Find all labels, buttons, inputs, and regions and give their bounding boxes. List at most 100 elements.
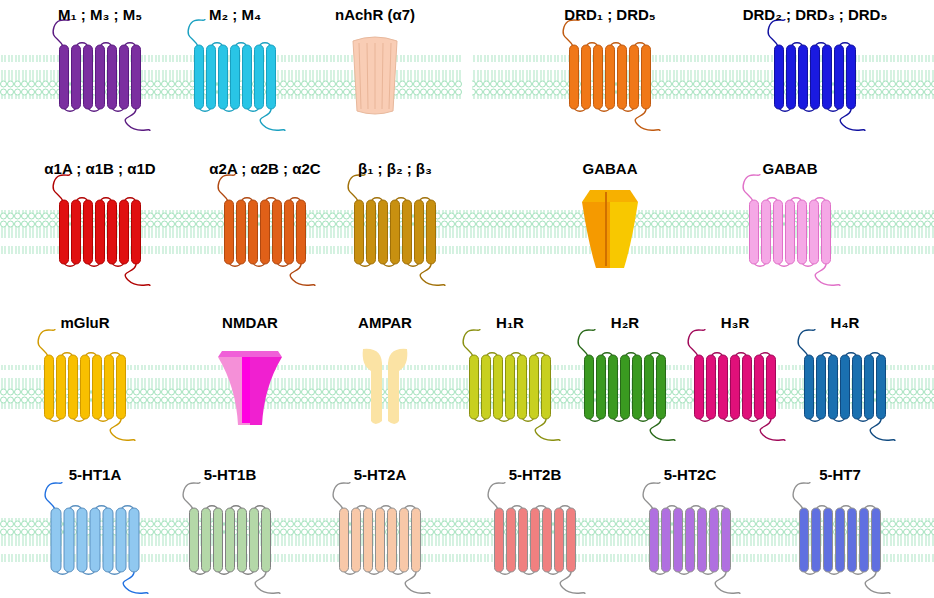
transmembrane-helix xyxy=(594,45,603,109)
transmembrane-helix xyxy=(60,200,69,264)
transmembrane-helix xyxy=(255,45,264,109)
transmembrane-helix xyxy=(606,45,615,109)
transmembrane-helix xyxy=(555,508,564,572)
transmembrane-helix xyxy=(853,355,862,419)
transmembrane-helix xyxy=(582,45,591,109)
receptor-label: nAchR (α7) xyxy=(335,6,415,24)
transmembrane-helix xyxy=(805,355,814,419)
transmembrane-helix xyxy=(57,355,66,419)
receptor-label: 5-HT2C xyxy=(664,466,717,484)
gpcr-receptor xyxy=(333,482,430,594)
transmembrane-helix xyxy=(817,355,826,419)
transmembrane-helix xyxy=(657,355,666,419)
receptor-part xyxy=(840,106,865,131)
transmembrane-helix xyxy=(250,508,259,572)
receptor-part xyxy=(363,349,382,424)
transmembrane-helix xyxy=(415,200,424,264)
receptor-part xyxy=(188,19,205,48)
receptor-part xyxy=(793,482,810,511)
transmembrane-helix xyxy=(774,200,783,264)
receptor-part xyxy=(865,569,890,594)
cell-membrane xyxy=(472,55,934,99)
transmembrane-helix xyxy=(743,355,752,419)
receptor-label: AMPAR xyxy=(358,314,412,332)
gpcr-receptor xyxy=(45,482,148,594)
receptor-part xyxy=(635,106,660,131)
receptor-label: H₄R xyxy=(831,314,860,332)
transmembrane-helix xyxy=(835,45,844,109)
receptor-label: M₁ ; M₃ ; M₅ xyxy=(58,6,142,24)
transmembrane-helix xyxy=(285,200,294,264)
transmembrane-helix xyxy=(60,45,69,109)
receptor-label: DRD₂ ; DRD₃ ; DRD₅ xyxy=(743,6,888,24)
transmembrane-helix xyxy=(84,45,93,109)
transmembrane-helix xyxy=(810,200,819,264)
receptor-part xyxy=(610,202,638,268)
ion-channel xyxy=(218,351,282,425)
transmembrane-helix xyxy=(391,200,400,264)
receptor-label: H₁R xyxy=(496,314,524,332)
receptor-part xyxy=(353,37,397,114)
transmembrane-helix xyxy=(822,200,831,264)
gpcr-receptor xyxy=(563,19,660,131)
transmembrane-helix xyxy=(812,508,821,572)
gpcr-receptor xyxy=(768,19,865,131)
transmembrane-helix xyxy=(108,45,117,109)
transmembrane-helix xyxy=(120,45,129,109)
receptor-part xyxy=(125,261,150,286)
transmembrane-helix xyxy=(482,355,491,419)
receptor-part xyxy=(45,482,62,511)
transmembrane-helix xyxy=(847,45,856,109)
transmembrane-helix xyxy=(618,45,627,109)
transmembrane-helix xyxy=(237,200,246,264)
receptor-part xyxy=(218,174,235,203)
transmembrane-helix xyxy=(132,45,141,109)
transmembrane-helix xyxy=(195,45,204,109)
transmembrane-helix xyxy=(376,508,385,572)
transmembrane-helix xyxy=(695,355,704,419)
receptor-part xyxy=(605,192,607,266)
receptor-part xyxy=(260,106,285,131)
transmembrane-helix xyxy=(207,45,216,109)
transmembrane-helix xyxy=(72,45,81,109)
transmembrane-helix xyxy=(719,355,728,419)
transmembrane-helix xyxy=(96,45,105,109)
transmembrane-helix xyxy=(567,508,576,572)
receptor-part xyxy=(389,43,391,109)
receptor-label: 5-HT2A xyxy=(354,466,407,484)
gpcr-receptor xyxy=(188,19,285,131)
transmembrane-helix xyxy=(105,355,114,419)
gpcr-receptor xyxy=(348,174,445,286)
transmembrane-helix xyxy=(297,200,306,264)
transmembrane-helix xyxy=(214,508,223,572)
receptor-part xyxy=(688,329,705,358)
transmembrane-helix xyxy=(231,45,240,109)
transmembrane-helix xyxy=(762,200,771,264)
transmembrane-helix xyxy=(698,508,707,572)
receptor-label: α1A ; α1B ; α1D xyxy=(44,160,155,178)
transmembrane-helix xyxy=(84,200,93,264)
receptor-part xyxy=(375,43,376,109)
transmembrane-helix xyxy=(800,508,809,572)
transmembrane-helix xyxy=(841,355,850,419)
receptor-label: mGluR xyxy=(60,314,109,332)
transmembrane-helix xyxy=(642,45,651,109)
receptor-part xyxy=(582,190,638,202)
transmembrane-helix xyxy=(543,508,552,572)
transmembrane-helix xyxy=(633,355,642,419)
receptor-part xyxy=(560,569,585,594)
transmembrane-helix xyxy=(570,45,579,109)
receptor-part xyxy=(382,43,383,109)
receptor-label: H₃R xyxy=(721,314,750,332)
transmembrane-helix xyxy=(494,355,503,419)
transmembrane-helix xyxy=(650,508,659,572)
receptor-label: H₂R xyxy=(611,314,639,332)
transmembrane-helix xyxy=(219,45,228,109)
gpcr-receptor xyxy=(53,174,150,286)
transmembrane-helix xyxy=(249,200,258,264)
transmembrane-helix xyxy=(93,355,102,419)
receptor-part xyxy=(250,357,282,425)
receptor-part xyxy=(815,261,840,286)
receptor-label: DRD₁ ; DRD₅ xyxy=(564,6,655,24)
receptor-part xyxy=(798,329,815,358)
